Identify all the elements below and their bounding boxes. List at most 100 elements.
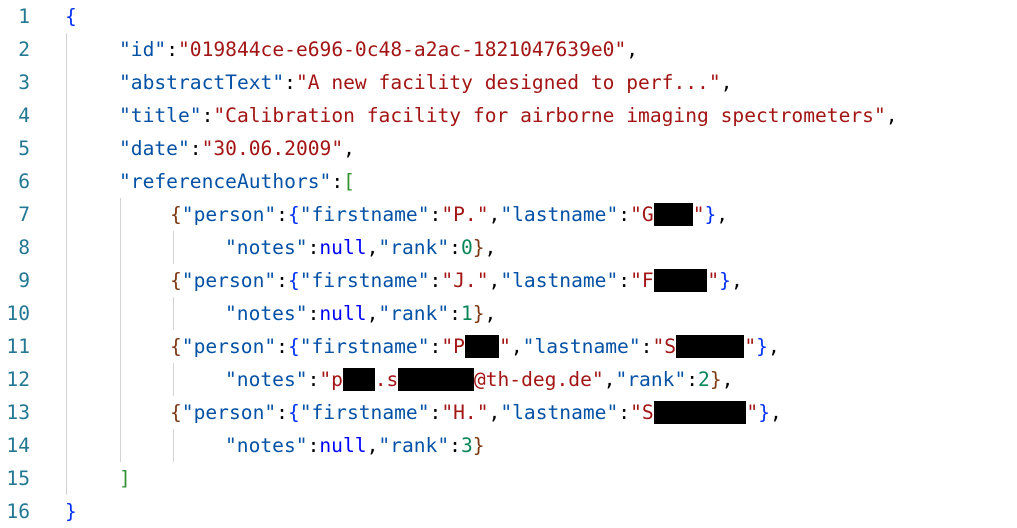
token-key: "person" [181, 401, 277, 424]
token-key: "rank" [378, 236, 450, 259]
line-number: 6 [18, 170, 30, 193]
code-text: "title":"Calibration facility for airbor… [119, 99, 898, 132]
token-string: " [692, 203, 705, 226]
redaction-block [653, 203, 693, 226]
token-punct: , [343, 137, 355, 160]
code-line[interactable]: 10"notes":null,"rank":1}, [0, 297, 1017, 330]
token-string: "P." [441, 203, 489, 226]
code-line[interactable]: 5"date":"30.06.2009", [0, 132, 1017, 165]
token-string: "p [319, 368, 343, 391]
token-brace: { [287, 269, 300, 292]
token-punct: : [686, 368, 699, 391]
token-punct: : [307, 434, 320, 457]
token-bracket: [ [343, 170, 355, 193]
token-punct: , [769, 401, 782, 424]
code-line[interactable]: 7{"person":{"firstname":"P.","lastname":… [0, 198, 1017, 231]
token-string: " [499, 335, 511, 358]
token-inner-brace: { [170, 335, 182, 358]
token-brace: } [719, 269, 731, 292]
token-key: "id" [119, 38, 167, 61]
code-line[interactable]: 15] [0, 462, 1017, 495]
token-string: "H." [441, 401, 489, 424]
token-keyword: null [319, 236, 367, 259]
token-punct: , [366, 302, 379, 325]
token-keyword: null [319, 434, 367, 457]
code-line[interactable]: 16} [0, 495, 1017, 528]
token-punct: : [618, 401, 631, 424]
token-punct: , [716, 203, 729, 226]
code-line[interactable]: 4 "title":"Calibration facility for airbo… [0, 99, 1017, 132]
token-inner-brace: } [472, 302, 485, 325]
token-string: "Calibration facility for airborne imagi… [213, 104, 886, 127]
code-text: { [65, 0, 77, 33]
token-punct: : [449, 302, 461, 325]
code-line[interactable]: 3"abstractText":"A new facility designed… [0, 66, 1017, 99]
token-key: "notes" [225, 434, 308, 457]
line-number: 12 [6, 368, 30, 391]
code-text: "notes":null,"rank":1}, [225, 297, 496, 330]
redaction-block [464, 335, 500, 358]
indent-guide [120, 198, 121, 462]
token-punct: : [429, 335, 442, 358]
line-number: 15 [6, 467, 30, 490]
indent-guide [173, 429, 174, 462]
token-number: 3 [460, 434, 473, 457]
token-punct: : [449, 236, 461, 259]
code-line[interactable]: 11{"person":{"firstname":"P","lastname":… [0, 330, 1017, 363]
token-punct: : [449, 434, 461, 457]
token-bracket: ] [119, 467, 131, 490]
redaction-block [398, 368, 474, 391]
code-text: "date":"30.06.2009", [119, 132, 355, 165]
token-punct: : [201, 104, 214, 127]
code-line[interactable]: 8"notes":null,"rank":0}, [0, 231, 1017, 264]
token-key: "firstname" [299, 269, 430, 292]
token-string: "019844ce-e696-0c48-a2ac-1821047639e0" [177, 38, 627, 61]
line-number: 2 [18, 38, 30, 61]
token-punct: , [366, 434, 379, 457]
token-inner-brace: { [170, 401, 182, 424]
line-number: 4 [18, 104, 30, 127]
token-punct: : [166, 38, 178, 61]
token-key: "firstname" [299, 203, 430, 226]
code-line[interactable]: 2 "id":"019844ce-e696-0c48-a2ac-182104763… [0, 33, 1017, 66]
line-number: 11 [6, 335, 30, 358]
token-punct: : [307, 368, 320, 391]
token-punct: : [276, 401, 288, 424]
code-line[interactable]: 14"notes":null,"rank":3} [0, 429, 1017, 462]
token-inner-brace: } [709, 368, 722, 391]
code-line[interactable]: 12"notes":"p.s@th-deg.de","rank":2}, [0, 363, 1017, 396]
indent-guide [173, 297, 174, 330]
line-number: 9 [18, 269, 30, 292]
token-string: "P [441, 335, 465, 358]
token-punct: : [307, 236, 320, 259]
code-line[interactable]: 1{ [0, 0, 1017, 33]
token-string: "G [630, 203, 654, 226]
token-punct: , [488, 269, 501, 292]
token-string: "S [630, 401, 654, 424]
token-punct: : [189, 137, 202, 160]
token-key: "notes" [225, 368, 308, 391]
token-key: "person" [181, 203, 277, 226]
code-line[interactable]: 9{"person":{"firstname":"J.","lastname":… [0, 264, 1017, 297]
token-punct: , [730, 269, 743, 292]
code-text: "notes":null,"rank":3} [225, 429, 485, 462]
token-punct: : [618, 269, 631, 292]
token-string: .s [374, 368, 399, 391]
token-punct: , [767, 335, 780, 358]
token-key: "abstractText" [119, 71, 285, 94]
code-line[interactable]: 13{"person":{"firstname":"H.","lastname"… [0, 396, 1017, 429]
token-key: "referenceAuthors" [119, 170, 332, 193]
token-punct: : [276, 335, 288, 358]
token-key: "date" [119, 137, 190, 160]
line-number: 7 [18, 203, 30, 226]
token-punct: , [510, 335, 523, 358]
token-keyword: null [319, 302, 367, 325]
token-string: "J." [441, 269, 489, 292]
token-brace: } [65, 500, 77, 523]
token-inner-brace: { [170, 203, 182, 226]
code-text: {"person":{"firstname":"P","lastname":"S… [170, 330, 780, 363]
token-string: " [707, 269, 720, 292]
code-line[interactable]: 6"referenceAuthors":[ [0, 165, 1017, 198]
indent-guide [173, 363, 174, 396]
